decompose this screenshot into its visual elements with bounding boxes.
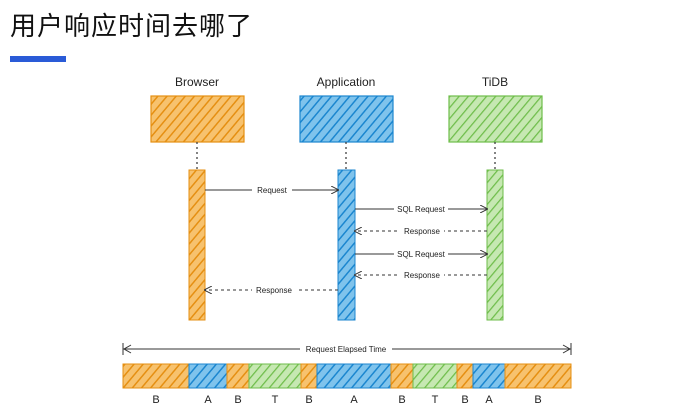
timeline-segment-label: B — [461, 394, 468, 406]
timeline-segment-label: B — [305, 394, 312, 406]
actor-browser-box — [150, 95, 245, 143]
title-underline — [10, 56, 66, 62]
timeline-segment: A — [316, 363, 392, 406]
timeline-segment-label: A — [204, 394, 212, 406]
message-sql-request: SQL Request — [355, 203, 487, 215]
timeline-segment: T — [248, 363, 302, 406]
timeline-segment: B — [122, 363, 190, 406]
timeline-segment-label: B — [152, 394, 159, 406]
timeline-segment: B — [390, 363, 414, 406]
timeline-segment-label: B — [234, 394, 241, 406]
actor-browser: Browser — [150, 75, 245, 321]
timeline-segment-label: B — [534, 394, 541, 406]
actor-application: Application — [299, 75, 394, 321]
timeline-segment-label: A — [350, 394, 358, 406]
timeline-segment-label: B — [398, 394, 405, 406]
message-sql-request: SQL Request — [355, 248, 487, 260]
message-request: Request — [205, 184, 338, 196]
actor-application-box — [299, 95, 394, 143]
message-label: Response — [404, 227, 441, 236]
actor-tidb: TiDB — [448, 75, 543, 321]
message-response: Response — [355, 269, 487, 281]
message-response: Response — [205, 284, 338, 296]
timeline-bar: B A B T B A B T — [122, 363, 572, 406]
actor-tidb-label: TiDB — [482, 75, 508, 89]
timeline-segment: A — [188, 363, 228, 406]
timeline-segment-label: T — [432, 394, 439, 406]
timeline-segment: B — [226, 363, 250, 406]
page-title: 用户响应时间去哪了 — [10, 12, 254, 42]
timeline-segment: B — [456, 363, 474, 406]
timeline-segment: B — [300, 363, 318, 406]
activation-application — [337, 169, 356, 321]
actor-application-label: Application — [317, 75, 376, 89]
message-label: Request — [257, 186, 288, 195]
message-label: Response — [404, 271, 441, 280]
elapsed-time-label: Request Elapsed Time — [306, 345, 387, 354]
activation-browser — [188, 169, 206, 321]
timeline-segment-label: T — [272, 394, 279, 406]
timeline-segment-label: A — [485, 394, 493, 406]
activation-tidb — [486, 169, 504, 321]
actor-browser-label: Browser — [175, 75, 219, 89]
message-label: SQL Request — [397, 250, 446, 259]
elapsed-time-bracket: Request Elapsed Time — [122, 343, 572, 355]
message-label: SQL Request — [397, 205, 446, 214]
timeline-segment: B — [504, 363, 572, 406]
message-response: Response — [355, 225, 487, 237]
timeline-segment: T — [412, 363, 458, 406]
timeline-segment: A — [472, 363, 506, 406]
actor-tidb-box — [448, 95, 543, 143]
message-label: Response — [256, 286, 293, 295]
